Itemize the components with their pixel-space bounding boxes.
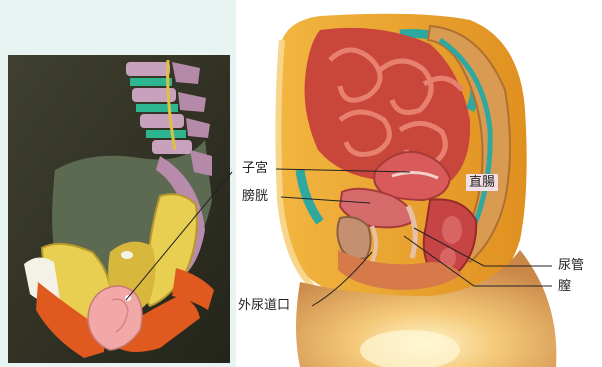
label-uterus: 子宮 bbox=[242, 162, 268, 175]
label-bladder: 膀胱 bbox=[242, 190, 268, 203]
label-ureter: 尿管 bbox=[558, 259, 584, 272]
label-urethral-opening: 外尿道口 bbox=[238, 299, 290, 312]
label-vagina: 膣 bbox=[558, 280, 571, 293]
label-rectum: 直腸 bbox=[466, 174, 498, 191]
